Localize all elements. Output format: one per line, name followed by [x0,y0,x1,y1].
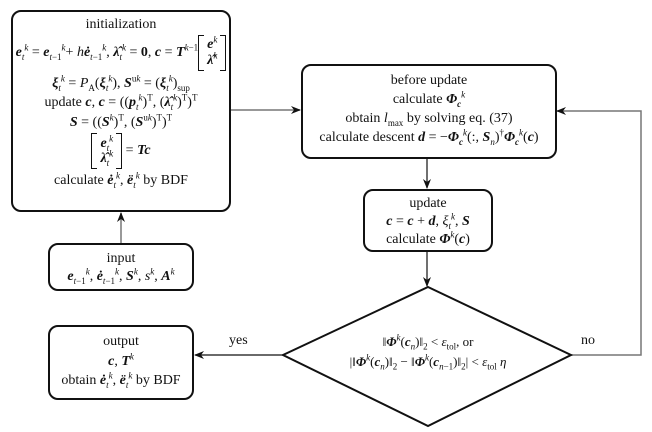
decision-condition: ‖Φk(cn)‖2 < εtol, or |‖Φk(cn)‖2 − ‖Φk(cn… [310,332,546,371]
output-title: output [103,334,139,349]
input-title: input [106,251,136,266]
update-title: update [409,196,447,211]
output-box: output c, Tk obtain ėtk, ëtk by BDF [48,325,194,400]
before-update-title: before update [390,73,468,88]
decision-line2: |‖Φk(cn)‖2 − ‖Φk(cn−1)‖2| < εtol η [349,352,507,372]
initialization-line4: S = ((Sk)T, (Suk)T)T [69,111,173,130]
update-box: update c = c + d, ξtk, S calculate Φk(c) [363,189,493,252]
update-line1: c = c + d, ξtk, S [386,211,470,231]
update-line2: calculate Φk(c) [386,229,470,248]
output-line2: obtain ėtk, ëtk by BDF [61,370,181,390]
edge-decision-no-loop [556,107,642,356]
initialization-line1: etk = et−1k+ hėt−1k, λ̂tk = 0, c = Tk−1 … [13,34,229,71]
decision-diamond [280,285,574,428]
before-update-line2: obtain lmax by solving eq. (37) [345,110,513,128]
initialization-box: initialization etk = et−1k+ hėt−1k, λ̂tk… [11,10,231,212]
no-label: no [581,333,595,348]
initialization-line3: update c, c = ((ptk)T, (λ̂tk)T)T [44,92,198,112]
input-vars: et−1k, ėt−1k, Sk, sk, Ak [67,265,175,286]
yes-label: yes [229,333,248,348]
initialization-title: initialization [85,17,157,32]
before-update-line1: calculate Φck [392,89,466,109]
initialization-line6: calculate ėtk, ëtk by BDF [54,170,188,190]
decision-line1: ‖Φk(cn)‖2 < εtol, or [382,332,474,352]
input-box: input et−1k, ėt−1k, Sk, sk, Ak [48,243,194,291]
before-update-box: before update calculate Φck obtain lmax … [301,64,557,159]
before-update-line3: calculate descent d = −Φck(:, Sn)†Φck(c) [319,127,539,147]
output-line1: c, Tk [108,350,134,369]
initialization-line2: ξtk = PA(ξtk), Suk = (ξtk)sup [52,72,190,93]
